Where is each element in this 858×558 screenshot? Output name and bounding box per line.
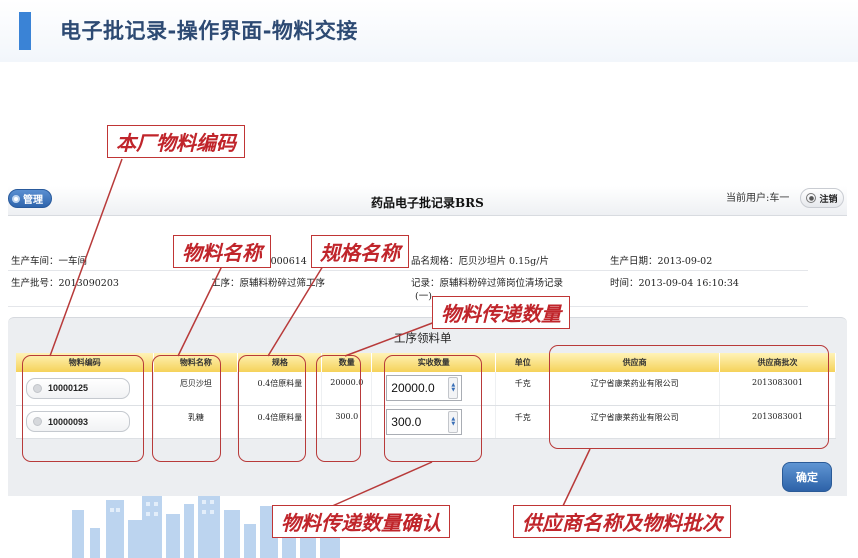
received-qty-value: 300.0: [391, 414, 422, 429]
logout-label: 注销: [819, 194, 838, 205]
annotation-box-code: [22, 355, 144, 462]
annotation-box-supplier: [549, 345, 829, 449]
material-name: 乳糖: [153, 405, 239, 439]
column-header-code: 物料编码: [16, 353, 155, 372]
material-unit: 千克: [495, 405, 551, 439]
supplier-name: 辽宁省康莱药业有限公司: [549, 405, 721, 439]
code-cell: 10000093: [16, 405, 155, 439]
callout-supplier-batch: 供应商名称及物料批次: [513, 505, 731, 538]
workshop-info: 生产车间：一车间: [11, 256, 88, 267]
accent-bar: [19, 12, 31, 50]
menu-dot-icon: [12, 194, 20, 203]
spinner-icon[interactable]: ▲▼: [448, 377, 459, 400]
callout-transfer-qty-confirm: 物料传递数量确认: [272, 505, 450, 538]
annotation-box-name: [152, 355, 221, 462]
manage-label: 管理: [23, 195, 43, 206]
received-qty-input[interactable]: 300.0 ▲▼: [386, 408, 463, 435]
column-header-received: 实收数量: [371, 353, 497, 372]
record-info: 记录：原辅料粉碎过筛岗位清场记录: [411, 278, 564, 289]
material-name: 厄贝沙坦: [153, 372, 239, 406]
table-row: 10000093 乳糖 0.4倍原料量 300.0 300.0 ▲▼ 千克 辽宁…: [16, 405, 836, 439]
manage-button[interactable]: 管理: [8, 189, 52, 208]
material-qty: 300.0: [321, 405, 373, 439]
material-code-selector[interactable]: 10000125: [26, 377, 130, 399]
material-code: 10000125: [48, 383, 89, 394]
column-header-supplier: 供应商: [549, 353, 721, 372]
divider: [8, 306, 808, 307]
app-topbar: 管理 药品电子批记录BRS 当前用户:车一 ● 注销: [8, 186, 847, 216]
callout-transfer-qty: 物料传递数量: [432, 296, 570, 329]
callout-material-name: 物料名称: [173, 235, 271, 268]
table-row: 10000125 厄贝沙坦 0.4倍原料量 20000.0 20000.0 ▲▼…: [16, 372, 836, 406]
current-user: 当前用户:车一: [726, 193, 790, 204]
app-title: 药品电子批记录BRS: [371, 196, 484, 210]
radio-icon: [33, 383, 42, 393]
panel-title: 工序领料单: [394, 331, 452, 345]
table-header-row: 物料编码 物料名称 规格 数量 实收数量 单位 供应商 供应商批次: [16, 353, 836, 372]
material-qty: 20000.0: [321, 372, 373, 406]
materials-table: 物料编码 物料名称 规格 数量 实收数量 单位 供应商 供应商批次 100001…: [16, 353, 836, 439]
material-spec: 0.4倍原料量: [237, 405, 323, 439]
record-suffix: (一): [415, 291, 432, 302]
column-header-supplier-batch: 供应商批次: [719, 353, 836, 372]
annotation-box-qty: [316, 355, 361, 462]
spinner-icon[interactable]: ▲▼: [448, 410, 459, 433]
annotation-box-received: [384, 355, 482, 462]
material-code: 10000093: [48, 416, 89, 427]
process-info: 工序：原辅料粉碎过筛工序: [211, 278, 326, 289]
received-qty-value: 20000.0: [391, 381, 435, 396]
material-spec: 0.4倍原料量: [237, 372, 323, 406]
city-skyline-decoration: [72, 492, 340, 558]
received-cell: 300.0 ▲▼: [371, 405, 497, 439]
slide-title: 电子批记录-操作界面-物料交接: [60, 19, 358, 43]
confirm-button[interactable]: 确定: [782, 462, 832, 492]
radio-icon: [33, 417, 42, 426]
callout-spec-name: 规格名称: [311, 235, 409, 268]
spec-info: 品名规格：厄贝沙坦片 0.15g/片: [411, 256, 549, 267]
app-window: 管理 药品电子批记录BRS 当前用户:车一 ● 注销 生产车间：一车间 产品编码…: [8, 186, 847, 496]
material-code-selector[interactable]: 10000093: [26, 411, 130, 432]
code-cell: 10000125: [16, 372, 155, 406]
time-info: 时间：2013-09-04 16:10:34: [610, 278, 739, 289]
callout-material-code: 本厂物料编码: [107, 125, 245, 158]
batch-info: 生产批号：2013090203: [11, 278, 119, 289]
logout-button[interactable]: ● 注销: [800, 188, 844, 208]
material-unit: 千克: [495, 372, 551, 406]
supplier-batch: 2013083001: [719, 405, 836, 439]
divider: [8, 270, 808, 271]
power-icon: ●: [806, 193, 817, 203]
slide-header: 电子批记录-操作界面-物料交接: [0, 0, 858, 62]
annotation-box-spec: [238, 355, 306, 462]
supplier-name: 辽宁省康莱药业有限公司: [549, 372, 721, 406]
received-cell: 20000.0 ▲▼: [371, 372, 497, 406]
supplier-batch: 2013083001: [719, 372, 836, 406]
production-date-info: 生产日期：2013-09-02: [610, 256, 713, 267]
column-header-unit: 单位: [495, 353, 551, 372]
received-qty-input[interactable]: 20000.0 ▲▼: [386, 375, 463, 402]
